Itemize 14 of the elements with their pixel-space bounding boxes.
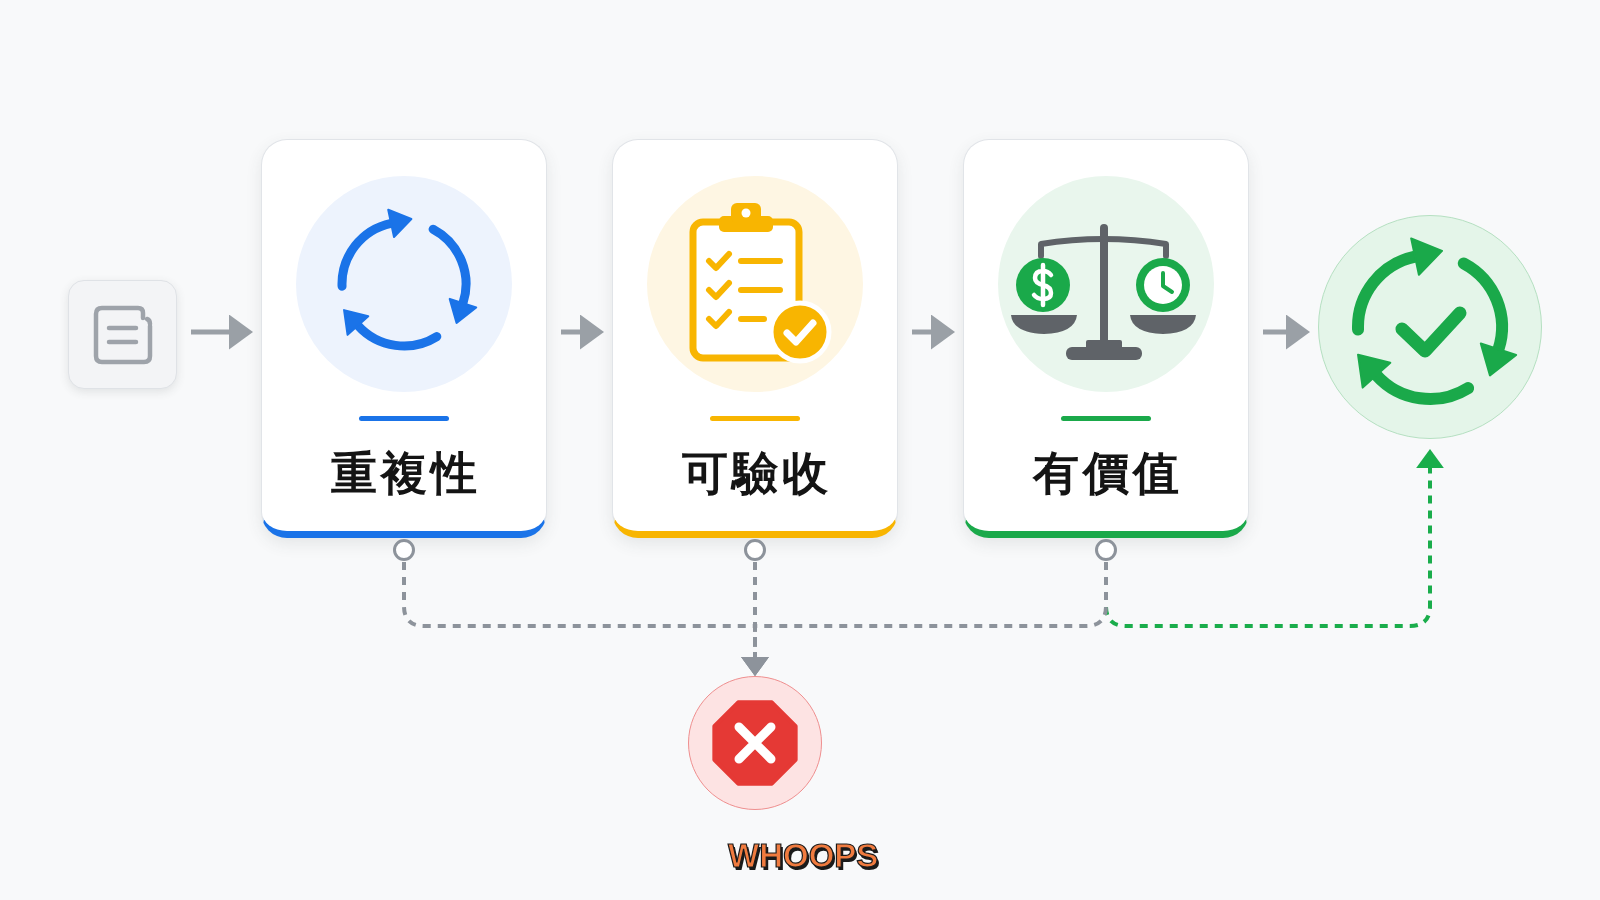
status-caption: WHOOPS bbox=[728, 836, 879, 876]
dashed-arrow bbox=[1104, 449, 1444, 628]
arrow bbox=[912, 314, 955, 350]
arrow bbox=[561, 314, 604, 350]
card-title: 可驗收 bbox=[681, 445, 832, 502]
arrow bbox=[1263, 314, 1310, 350]
card-title: 重複性 bbox=[330, 445, 481, 502]
criterion-card bbox=[963, 139, 1249, 538]
card-title: 有價值 bbox=[1031, 445, 1183, 502]
dashed-arrow bbox=[741, 562, 1108, 676]
document-tile bbox=[68, 280, 177, 389]
criterion-card bbox=[261, 139, 547, 538]
arrow bbox=[191, 314, 253, 350]
criterion-card bbox=[612, 139, 898, 538]
